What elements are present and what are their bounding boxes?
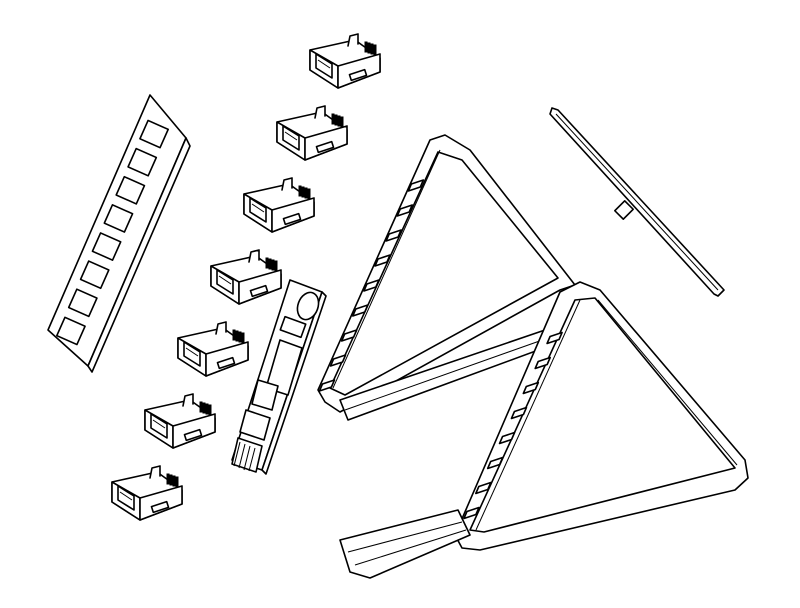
rj45-connector (210, 249, 282, 305)
strip-window (115, 175, 146, 205)
frame-slot (498, 431, 516, 445)
frame-slot (396, 204, 414, 217)
strip-window (79, 260, 110, 290)
frame-slot (486, 456, 504, 470)
light-guide-rod (549, 107, 725, 297)
rj45-connector (177, 321, 249, 377)
frame-slot (329, 354, 347, 367)
strip-window (127, 147, 158, 177)
frame-slot (546, 331, 563, 345)
rj45-connector (144, 393, 216, 449)
frame-slot (522, 381, 540, 395)
frame-slot (510, 406, 528, 420)
frame-slot (463, 506, 480, 520)
rj45-connector (309, 33, 381, 89)
rj45-connector (111, 465, 183, 521)
strip-window (103, 204, 134, 233)
back-triangle-frame (317, 134, 576, 421)
front-triangle-frame (339, 281, 749, 579)
window-strip (47, 94, 191, 373)
strip-window (91, 232, 122, 261)
strip-window (139, 119, 169, 149)
strip-window (56, 316, 86, 346)
frame-slot (407, 179, 425, 192)
strip-window (67, 288, 98, 318)
frame-slot (363, 279, 380, 292)
circuit-board (231, 279, 327, 475)
frame-slot (475, 481, 492, 495)
frame-slot (340, 329, 358, 342)
frame-slot (318, 379, 336, 392)
frame-slot (385, 229, 402, 242)
connector-column (111, 33, 381, 521)
rj45-connector (243, 177, 315, 233)
heatsink (231, 437, 263, 473)
rj45-connector (276, 105, 348, 161)
frame-slot (534, 356, 551, 370)
frame-slot (351, 304, 369, 317)
frame-slot (374, 254, 391, 267)
